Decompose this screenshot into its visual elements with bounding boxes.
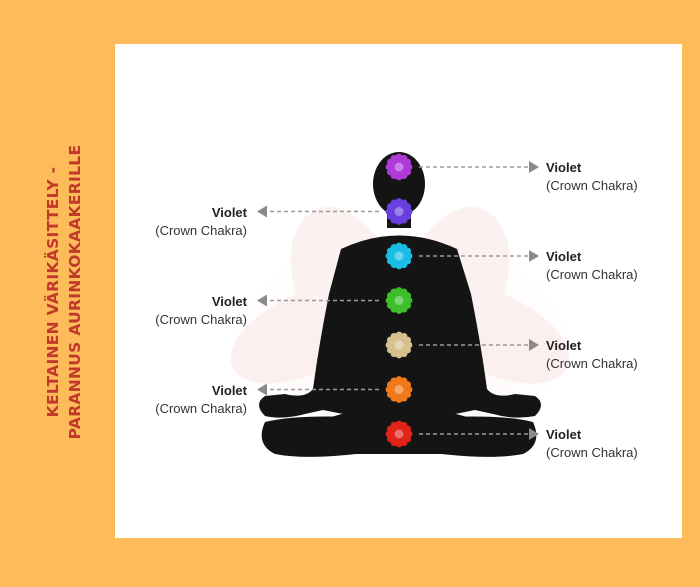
chakra-label-6: Violet (Crown Chakra) [155, 382, 247, 418]
connector-arrow-1 [529, 161, 539, 173]
chakra-label-name: Violet [211, 382, 247, 398]
chakra-label-1: Violet (Crown Chakra) [546, 159, 638, 195]
chakra-label-description: (Crown Chakra) [155, 400, 247, 416]
chakra-label-name: Violet [546, 338, 582, 353]
connector-arrow-5 [529, 339, 539, 351]
connector-arrow-7 [529, 428, 539, 440]
chakra-icons [385, 153, 413, 448]
side-title: KELTAINEN VÄRIKÄSITTELY - PARANNUS AURIN… [0, 0, 110, 587]
chakra-label-name: Violet [211, 204, 247, 220]
side-title-text: KELTAINEN VÄRIKÄSITTELY - PARANNUS AURIN… [42, 145, 86, 440]
chakra-illustration [230, 152, 570, 457]
chakra-label-7: Violet (Crown Chakra) [546, 426, 638, 462]
chakra-label-description: (Crown Chakra) [155, 311, 247, 327]
chakra-icon-3 [385, 242, 413, 270]
chakra-label-name: Violet [211, 293, 247, 309]
chakra-label-description: (Crown Chakra) [546, 356, 638, 371]
chakra-label-3: Violet (Crown Chakra) [546, 248, 638, 284]
side-title-line-1: KELTAINEN VÄRIKÄSITTELY - [44, 166, 62, 418]
connector-arrow-3 [529, 250, 539, 262]
chakra-label-description: (Crown Chakra) [155, 222, 247, 238]
chakra-icon-2 [385, 198, 413, 225]
connector-arrow-4 [257, 294, 267, 307]
chakra-icon-5 [385, 331, 413, 359]
chakra-label-name: Violet [546, 249, 582, 264]
chakra-label-2: Violet (Crown Chakra) [155, 204, 247, 240]
side-title-line-2: PARANNUS AURINKOKAAKERILLE [66, 144, 84, 440]
chakra-label-description: (Crown Chakra) [546, 178, 638, 193]
chakra-label-5: Violet (Crown Chakra) [546, 337, 638, 373]
chakra-label-4: Violet (Crown Chakra) [155, 293, 247, 329]
chakra-label-description: (Crown Chakra) [546, 445, 638, 460]
chakra-label-name: Violet [546, 160, 582, 175]
chakra-label-name: Violet [546, 427, 582, 442]
connector-arrow-2 [257, 205, 267, 218]
chakra-icon-6 [385, 376, 413, 403]
chakra-icon-7 [385, 420, 413, 448]
chakra-diagram-card: Violet (Crown Chakra) Violet (Crown Chakra)… [115, 44, 682, 538]
connector-lines [257, 161, 539, 440]
chakra-label-description: (Crown Chakra) [546, 267, 638, 282]
connector-arrow-6 [257, 383, 267, 396]
chakra-icon-4 [385, 287, 413, 314]
chakra-icon-1 [385, 153, 413, 181]
